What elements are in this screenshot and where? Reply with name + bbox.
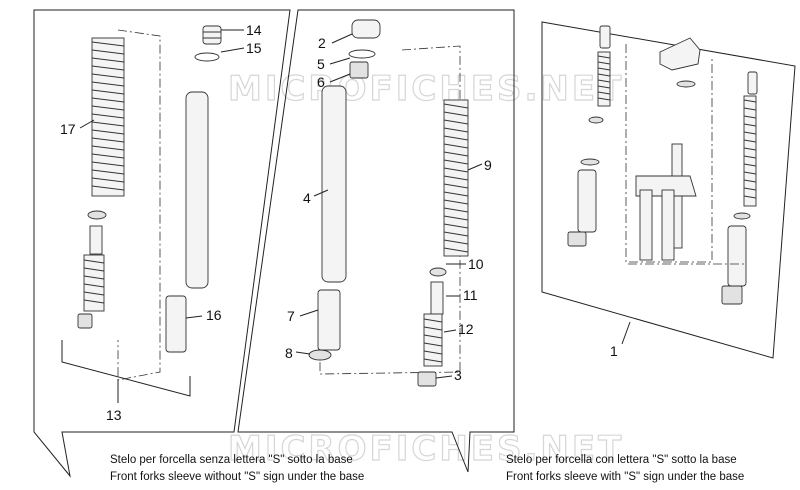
tube-part-4 xyxy=(321,85,347,283)
right-fork-leg xyxy=(721,71,758,305)
panel-middle-kit: 2 5 6 4 7 8 9 10 11 12 3 xyxy=(237,9,515,473)
panel-left-kit: 17 14 15 16 13 xyxy=(33,9,291,478)
callout-17: 17 xyxy=(60,121,76,137)
callout-13: 13 xyxy=(106,407,122,423)
inner-tube-left xyxy=(639,189,653,261)
washer-part-10 xyxy=(429,267,447,277)
o-ring-part-5 xyxy=(348,49,376,59)
callout-3: 3 xyxy=(454,367,462,383)
panel-left-frame xyxy=(33,9,291,478)
washer-part xyxy=(87,210,107,220)
cap-part-2 xyxy=(351,19,381,39)
tube-part xyxy=(185,91,209,289)
cap-part-14 xyxy=(202,25,222,45)
leader-lines-middle xyxy=(295,33,483,379)
panel-right-assembly: 1 xyxy=(541,21,796,359)
leader-line-1 xyxy=(621,321,631,345)
inner-tube-right xyxy=(661,189,675,261)
callout-7: 7 xyxy=(287,308,295,324)
caption-right-italian: Stelo per forcella con lettera "S" sotto… xyxy=(506,454,737,466)
caption-left-english: Front forks sleeve without "S" sign unde… xyxy=(110,471,364,483)
washer-part-8 xyxy=(308,349,332,361)
assembly-line-middle xyxy=(319,45,461,375)
callout-15: 15 xyxy=(246,40,262,56)
steering-washer xyxy=(676,80,696,88)
o-ring-part-15 xyxy=(194,52,220,62)
spring-part-17 xyxy=(91,37,125,197)
sleeve-part-7 xyxy=(317,289,341,351)
sleeve-part-16 xyxy=(165,295,187,353)
callout-2: 2 xyxy=(318,35,326,51)
short-spring-part-12 xyxy=(423,313,443,367)
callout-5: 5 xyxy=(317,56,325,72)
bush-part-3 xyxy=(417,371,437,387)
callout-12: 12 xyxy=(458,321,474,337)
bracket-13 xyxy=(61,340,191,397)
callout-8: 8 xyxy=(285,345,293,361)
rod-part-11 xyxy=(430,281,444,315)
callout-1: 1 xyxy=(610,343,618,359)
callout-6: 6 xyxy=(317,74,325,90)
callout-11: 11 xyxy=(463,287,478,303)
top-clamp xyxy=(659,37,701,71)
callout-14: 14 xyxy=(246,22,262,38)
left-fork-leg xyxy=(567,25,611,247)
spring-part-9 xyxy=(443,99,469,257)
callout-4: 4 xyxy=(303,190,311,206)
leader-lines-left xyxy=(79,29,245,403)
callout-16: 16 xyxy=(206,307,222,323)
caption-right-english: Front forks sleeve with "S" sign under t… xyxy=(506,471,744,483)
assembly-line-right xyxy=(625,44,744,265)
watermark-bottom: MICROFICHES.NET xyxy=(228,429,624,469)
callout-9: 9 xyxy=(484,157,492,173)
watermark-top: MICROFICHES.NET xyxy=(228,69,624,109)
bushing-part-6 xyxy=(349,61,369,79)
panel-middle-frame xyxy=(237,9,515,473)
rod-part xyxy=(89,225,103,255)
caption-left-italian: Stelo per forcella senza lettera "S" sot… xyxy=(110,454,353,466)
assembly-line xyxy=(117,29,161,381)
callout-10: 10 xyxy=(468,256,484,272)
short-spring-part xyxy=(83,254,105,312)
bush-part xyxy=(77,313,93,329)
panel-right-frame xyxy=(541,21,796,359)
